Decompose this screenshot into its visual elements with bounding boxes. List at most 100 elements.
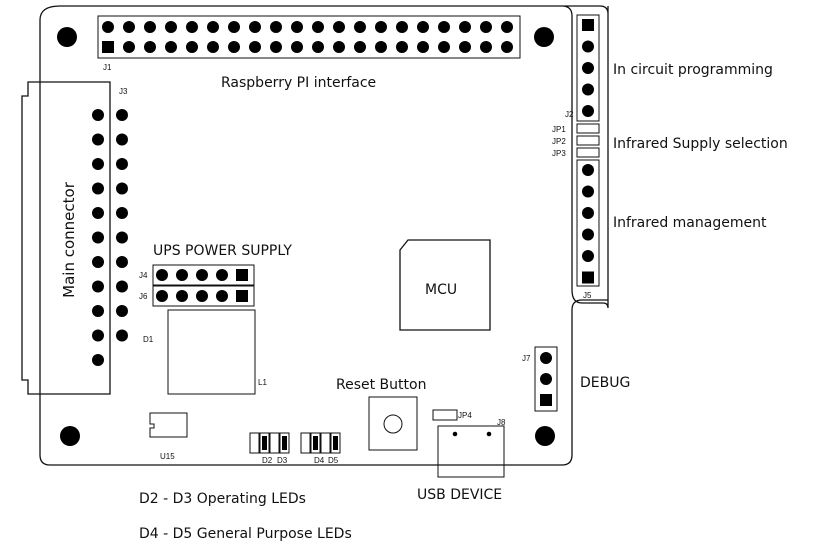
ups-label: UPS POWER SUPPLY <box>153 243 292 259</box>
u15-ref: U15 <box>160 452 175 461</box>
j4-header <box>152 264 255 286</box>
j1-pin <box>354 21 366 33</box>
j1-pin <box>501 21 513 33</box>
leds-gp-label: D4 - D5 General Purpose LEDs <box>139 526 352 542</box>
j1-pin <box>480 21 492 33</box>
j3-pin <box>116 182 128 195</box>
in-circuit-label: In circuit programming <box>613 62 773 78</box>
j7-pin <box>540 373 552 385</box>
j7-pin <box>540 352 552 364</box>
j1-pin <box>102 21 114 33</box>
j1-pin <box>207 21 219 33</box>
d1-ref: D1 <box>143 335 154 344</box>
j5-pin <box>582 164 594 176</box>
j3-pin <box>116 280 128 293</box>
j4-pin <box>176 269 188 281</box>
jp2-jumper <box>576 135 600 146</box>
j2-pin <box>582 105 594 117</box>
j4-pin <box>196 269 208 281</box>
main-connector-housing <box>21 81 111 395</box>
led-footprint <box>300 432 311 454</box>
j3-pin <box>92 280 104 293</box>
j2-pin <box>582 40 594 53</box>
j3-pin <box>92 182 104 195</box>
j1-pin <box>165 41 177 53</box>
j1-pin <box>165 21 177 33</box>
j1-pin <box>396 41 408 53</box>
j3-pin <box>116 256 128 268</box>
j2-pin <box>582 83 594 96</box>
d2-ref: D2 <box>262 456 273 465</box>
j6-pin <box>176 290 188 302</box>
j6-header <box>152 285 255 307</box>
j5-header <box>582 164 594 284</box>
j1-pin <box>480 41 492 53</box>
j1-pin <box>459 21 471 33</box>
j3-ref: J3 <box>119 87 128 96</box>
j1-pin <box>459 41 471 53</box>
j1-pin <box>186 41 198 53</box>
j3-pin <box>116 207 128 219</box>
j1-pin <box>249 21 261 33</box>
u15-chip <box>149 412 188 438</box>
j2-ref: J2 <box>565 110 574 119</box>
jp4-jumper <box>432 409 458 421</box>
rpi-interface-label: Raspberry PI interface <box>221 75 376 91</box>
j5-pin <box>582 207 594 219</box>
led-pad <box>333 436 338 450</box>
j3-pin <box>92 329 104 342</box>
mcu-label: MCU <box>425 282 457 298</box>
j8-ref: J8 <box>497 418 506 427</box>
j1-pin <box>144 21 156 33</box>
leds-op-label: D2 - D3 Operating LEDs <box>139 491 306 507</box>
reset-label: Reset Button <box>336 377 426 393</box>
j3-pin <box>92 256 104 268</box>
j5-ref: J5 <box>583 291 592 300</box>
mounting-hole-tr <box>534 27 554 47</box>
j3-pin <box>116 109 128 121</box>
j4-pin <box>236 269 248 281</box>
j1-pin <box>249 41 261 53</box>
jp3-jumper <box>576 147 600 158</box>
j1-pin <box>438 21 450 33</box>
j1-pin <box>354 41 366 53</box>
led-footprint <box>259 432 270 454</box>
j6-pin <box>156 290 168 302</box>
j3-pin <box>116 133 128 146</box>
j1-pin <box>186 21 198 33</box>
j4-pin <box>216 269 228 281</box>
mcu-chip <box>399 239 491 331</box>
reset-button <box>368 396 418 451</box>
j3-pin <box>116 158 128 170</box>
j1-pin <box>207 41 219 53</box>
jp1-jumper <box>576 123 600 134</box>
j1-pin <box>228 21 240 33</box>
led-footprint <box>279 432 290 454</box>
j3-pin <box>92 158 104 170</box>
jp3-ref: JP3 <box>552 149 566 158</box>
j3-pin <box>92 305 104 317</box>
j5-pin <box>582 228 594 241</box>
j1-pin <box>123 41 135 53</box>
j2-pin <box>582 62 594 74</box>
led-footprints <box>249 432 341 454</box>
j3-pins <box>92 109 128 366</box>
j1-pin <box>270 21 282 33</box>
j1-pin <box>291 21 303 33</box>
j1-pin <box>144 41 156 53</box>
led-footprint <box>269 432 280 454</box>
j1-pin <box>375 21 387 33</box>
j3-pin <box>92 133 104 146</box>
j7-pin <box>540 394 552 406</box>
j1-pin <box>417 21 429 33</box>
led-footprint <box>310 432 321 454</box>
d5-ref: D5 <box>328 456 339 465</box>
j3-pin <box>92 231 104 244</box>
j7-header <box>540 352 552 406</box>
led-pad <box>313 436 318 450</box>
j4-pin <box>156 269 168 281</box>
j1-pin <box>270 41 282 53</box>
d4-ref: D4 <box>314 456 325 465</box>
j6-pin <box>236 290 248 302</box>
